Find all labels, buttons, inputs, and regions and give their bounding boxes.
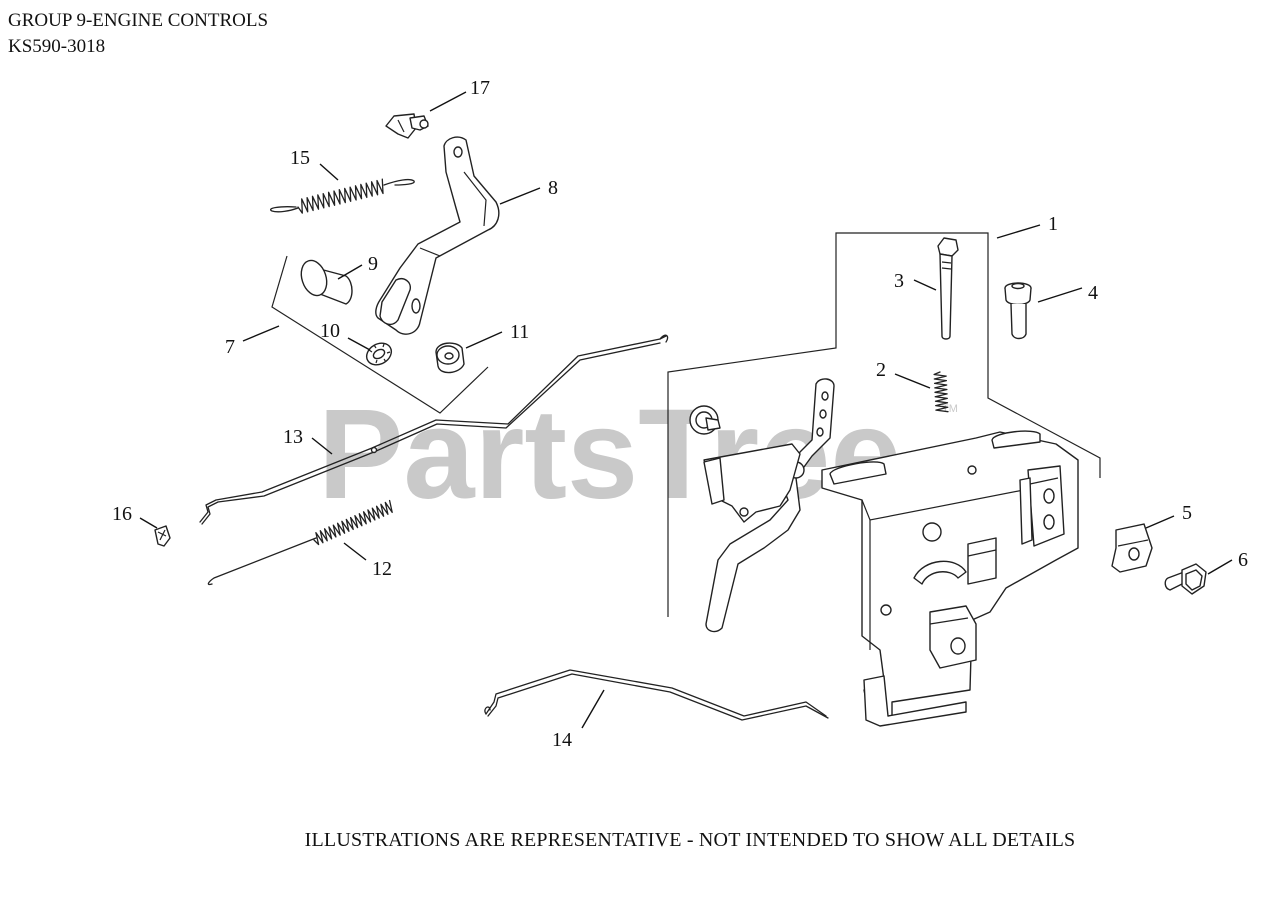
part-9-pin <box>300 259 353 305</box>
callout-13: 13 <box>283 426 303 448</box>
part-12-spring <box>207 499 393 586</box>
model-number: KS590-3018 <box>8 36 106 57</box>
part-3-bolt <box>937 237 959 340</box>
part-16-clip <box>154 525 171 547</box>
callout-10: 10 <box>320 320 340 342</box>
callout-11: 11 <box>510 321 529 343</box>
part-15-spring <box>270 178 415 214</box>
part-13-rod <box>199 334 669 525</box>
disclaimer-note: ILLUSTRATIONS ARE REPRESENTATIVE - NOT I… <box>0 829 1280 852</box>
part-6-bolt <box>1164 563 1207 595</box>
leader-lines <box>139 91 1233 729</box>
diagram-header: GROUP 9-ENGINE CONTROLS KS590-3018 <box>8 8 268 60</box>
callout-17: 17 <box>470 77 490 99</box>
part-1-bracket <box>689 378 1079 727</box>
callout-1: 1 <box>1048 213 1058 235</box>
callout-8: 8 <box>548 177 558 199</box>
assembly-outline-1 <box>667 232 1101 617</box>
callout-numbers: 17 15 8 9 7 10 11 13 16 12 14 1 3 4 2 5 … <box>112 77 1248 751</box>
watermark-tm: TM <box>942 403 958 415</box>
callout-3: 3 <box>894 270 904 292</box>
callout-9: 9 <box>368 253 378 275</box>
part-2-spring <box>933 371 949 413</box>
part-10-washer <box>365 342 393 366</box>
callout-5: 5 <box>1182 502 1192 524</box>
diagram-title: GROUP 9-ENGINE CONTROLS <box>8 10 269 31</box>
callout-2: 2 <box>876 359 886 381</box>
callout-15: 15 <box>290 147 310 169</box>
part-17-clip <box>385 113 429 139</box>
part-8-lever <box>375 136 500 335</box>
callout-16: 16 <box>112 503 132 525</box>
part-14-rod <box>484 669 829 721</box>
disclaimer-text: ILLUSTRATIONS ARE REPRESENTATIVE - NOT I… <box>304 829 1076 851</box>
part-4-screw <box>1004 282 1032 340</box>
callout-6: 6 <box>1238 549 1248 571</box>
part-11-bushing <box>435 342 465 374</box>
part-5-clip <box>1111 523 1153 573</box>
group-bracket-7 <box>271 255 489 414</box>
callout-12: 12 <box>372 558 392 580</box>
callout-4: 4 <box>1088 282 1098 304</box>
callout-7: 7 <box>225 336 235 358</box>
callout-14: 14 <box>552 729 572 751</box>
